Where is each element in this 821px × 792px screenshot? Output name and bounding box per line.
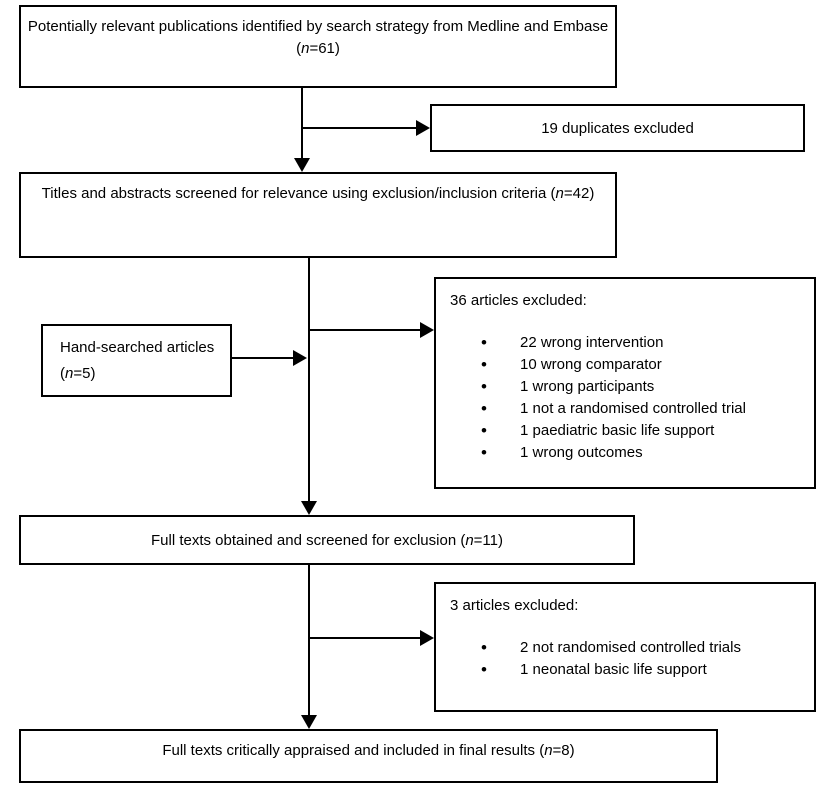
box-hand-searched: Hand-searched articles (n=5): [41, 324, 232, 397]
connector-fulltexts-to-included: [308, 565, 310, 715]
box-excluded-36: 36 articles excluded: 22 wrong intervent…: [434, 277, 816, 489]
italic-n: n: [544, 742, 553, 759]
box-hand-text: Hand-searched articles (n=5): [60, 339, 215, 382]
connector-hand-to-main: [232, 357, 293, 359]
list-item: 10 wrong comparator: [450, 354, 800, 376]
excluded36-list: 22 wrong intervention 10 wrong comparato…: [450, 332, 800, 464]
list-item: 1 neonatal basic life support: [450, 659, 800, 681]
arrowhead-right-duplicates: [416, 120, 430, 136]
italic-n: n: [65, 365, 74, 382]
arrowhead-right-hand: [293, 350, 307, 366]
list-item: 1 wrong outcomes: [450, 442, 800, 464]
list-item: 2 not randomised controlled trials: [450, 637, 800, 659]
excluded36-heading: 36 articles excluded:: [450, 292, 587, 309]
connector-to-excluded3: [309, 637, 420, 639]
list-item: 1 wrong participants: [450, 376, 800, 398]
box-fulltexts-text: Full texts obtained and screened for exc…: [150, 532, 503, 549]
arrowhead-right-excluded36: [420, 322, 434, 338]
arrowhead-down-included: [301, 715, 317, 729]
connector-to-excluded36: [309, 329, 420, 331]
box-titles-abstracts-screened: Titles and abstracts screened for releva…: [19, 172, 617, 258]
italic-n: n: [555, 185, 564, 202]
connector-to-duplicates: [302, 127, 416, 129]
box-duplicates-excluded: 19 duplicates excluded: [430, 104, 805, 152]
excluded3-heading: 3 articles excluded:: [450, 597, 579, 614]
box-identified-publications: Potentially relevant publications identi…: [19, 5, 617, 88]
box-included-text: Full texts critically appraised and incl…: [162, 742, 575, 759]
box-identified-text: Potentially relevant publications identi…: [27, 18, 609, 57]
arrowhead-down-fulltexts: [301, 501, 317, 515]
box-excluded-3: 3 articles excluded: 2 not randomised co…: [434, 582, 816, 712]
box-included-final: Full texts critically appraised and incl…: [19, 729, 718, 783]
box-screened-text: Titles and abstracts screened for releva…: [41, 185, 595, 202]
italic-n: n: [465, 532, 474, 549]
list-item: 1 not a randomised controlled trial: [450, 398, 800, 420]
arrowhead-right-excluded3: [420, 630, 434, 646]
excluded3-list: 2 not randomised controlled trials 1 neo…: [450, 637, 800, 681]
connector-screened-to-fulltexts: [308, 258, 310, 501]
box-duplicates-text: 19 duplicates excluded: [541, 120, 694, 137]
arrowhead-down-screened: [294, 158, 310, 172]
list-item: 22 wrong intervention: [450, 332, 800, 354]
connector-identified-to-screened: [301, 88, 303, 160]
box-fulltexts-screened: Full texts obtained and screened for exc…: [19, 515, 635, 565]
italic-n: n: [301, 40, 310, 57]
list-item: 1 paediatric basic life support: [450, 420, 800, 442]
